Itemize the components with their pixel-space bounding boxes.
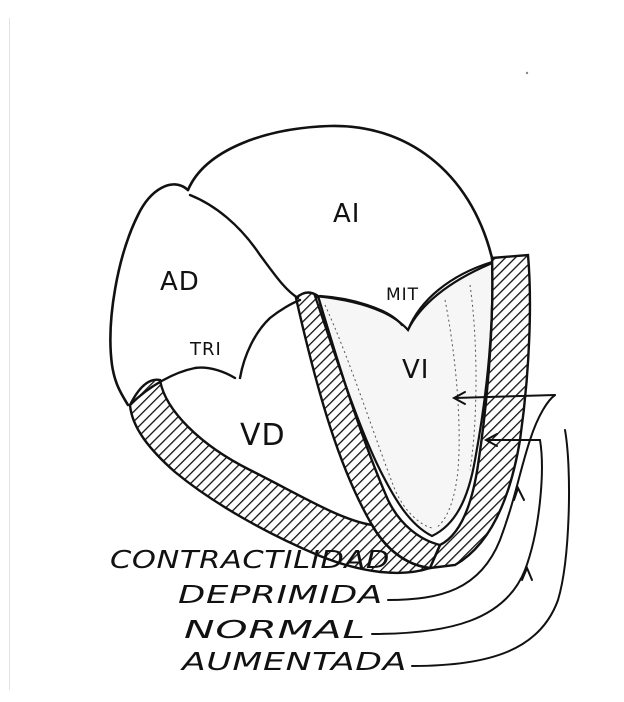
legend-item-normal: NORMAL bbox=[184, 615, 366, 644]
tricuspid-leaflet-2 bbox=[240, 300, 300, 378]
label-left-ventricle: VI bbox=[402, 355, 429, 385]
legend-item-deprimida: DEPRIMIDA bbox=[178, 580, 383, 609]
scan-speck bbox=[526, 72, 528, 74]
atrial-septum bbox=[190, 195, 298, 298]
arrow-up-head-2 bbox=[522, 568, 532, 580]
legend-heading: CONTRACTILIDAD bbox=[110, 545, 390, 574]
label-tricuspid: TRI bbox=[189, 339, 222, 360]
label-right-atrium: AD bbox=[160, 267, 200, 297]
label-right-ventricle: VD bbox=[240, 418, 286, 453]
left-atrium-outline bbox=[188, 126, 492, 258]
legend-item-aumentada: AUMENTADA bbox=[179, 647, 407, 676]
label-left-atrium: AI bbox=[333, 199, 360, 229]
label-mitral: MIT bbox=[386, 285, 419, 305]
